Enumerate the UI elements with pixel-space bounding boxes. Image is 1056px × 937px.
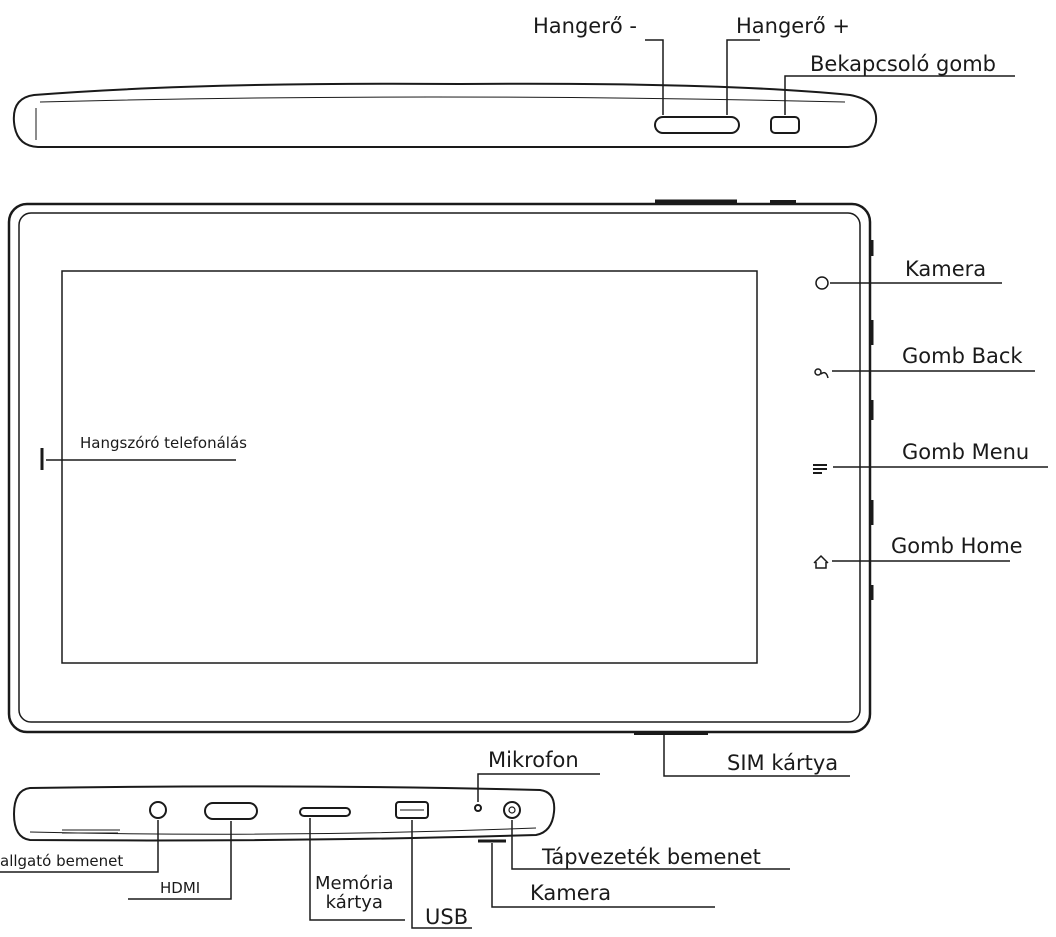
label-menu-button: Gomb Menu — [902, 440, 1030, 464]
memory-leader — [309, 818, 405, 921]
bottom-edge-view — [0, 773, 790, 929]
label-camera-front: Kamera — [905, 257, 987, 281]
label-usb: USB — [425, 905, 469, 929]
headphone-jack — [149, 801, 167, 819]
headphone-leader — [0, 820, 159, 873]
label-speaker: Hangszóró telefonálás — [80, 434, 247, 452]
label-volume-down: Hangerő - — [533, 14, 637, 38]
rear-camera-leader — [491, 843, 715, 908]
label-hdmi: HDMI — [160, 879, 201, 897]
label-power-button: Bekapcsoló gomb — [810, 52, 996, 76]
power-button-shape — [770, 116, 800, 134]
label-microphone: Mikrofon — [488, 748, 579, 772]
memory-card-slot — [299, 807, 351, 817]
power-leader — [784, 75, 1015, 115]
volume-up-leader — [726, 39, 760, 115]
back-icon — [814, 368, 829, 379]
hdmi-port — [204, 802, 258, 820]
screen-area — [61, 270, 758, 664]
microphone-hole — [474, 804, 482, 812]
microphone-leader — [477, 773, 600, 802]
power-input-jack-inner — [508, 806, 516, 814]
usb-port — [395, 801, 429, 819]
top-edge-highlight — [39, 96, 846, 103]
top-edge-view — [12, 39, 1015, 148]
tablet-outer-bezel — [7, 202, 872, 734]
label-home-button: Gomb Home — [891, 534, 1023, 558]
volume-down-leader — [645, 39, 664, 115]
power-input-jack — [503, 801, 521, 819]
home-icon — [813, 554, 829, 569]
label-camera-rear: Kamera — [530, 881, 612, 905]
label-back-button: Gomb Back — [902, 344, 1023, 368]
front-camera-icon — [815, 276, 829, 290]
volume-rocker — [654, 116, 740, 134]
usb-leader — [411, 820, 472, 929]
sim-leader — [663, 735, 850, 777]
label-headphone-input: allgató bemenet — [0, 852, 124, 870]
menu-icon — [813, 464, 827, 474]
label-power-input: Tápvezeték bemenet — [542, 845, 761, 869]
tablet-inner-bezel — [18, 212, 861, 723]
front-view — [7, 199, 1048, 777]
power-input-leader — [511, 820, 790, 870]
bottom-edge-body — [12, 785, 556, 842]
bottom-edge-texture — [62, 829, 120, 834]
label-volume-up: Hangerő + — [736, 14, 850, 38]
hdmi-leader — [128, 821, 232, 900]
label-memory-card: Memória kártya — [315, 873, 394, 913]
label-sim-card: SIM kártya — [727, 751, 839, 775]
top-edge-body — [12, 82, 878, 148]
